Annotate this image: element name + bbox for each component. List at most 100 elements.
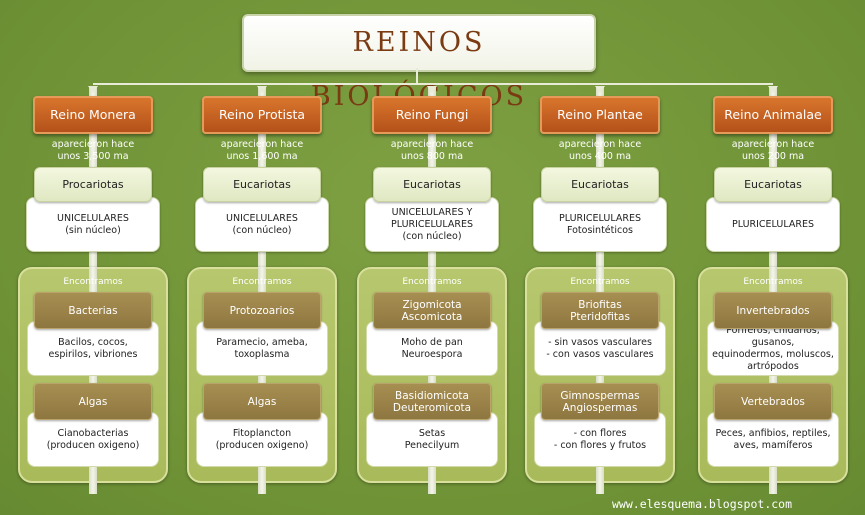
group1-name-line-2: Ascomicota: [401, 310, 463, 323]
encontramos-label: Encontramos: [570, 277, 630, 287]
group1-box: Invertebrados: [714, 292, 832, 329]
cell-type-box: Eucariotas: [203, 167, 321, 202]
group1-desc-line-1: Bacilos, cocos,: [58, 336, 128, 348]
group2-description: - con flores - con flores y frutos: [534, 412, 666, 467]
cell-description: UNICELULARES Y PLURICELULARES (con núcle…: [365, 197, 499, 252]
group2-box: Algas: [203, 383, 321, 420]
appearance-line-1: aparecieron hace: [731, 139, 815, 150]
group1-desc-line-2: espirilos, vibriones: [48, 348, 138, 360]
panel-trunk: [428, 267, 436, 494]
appearance-text: aparecieron hace unos 200 ma: [708, 139, 838, 163]
panel-trunk: [89, 267, 97, 494]
group2-desc-line-1: Fitoplancton: [232, 427, 292, 439]
group2-name: Vertebrados: [741, 395, 805, 408]
group1-name: Zigomicota: [402, 298, 462, 311]
group1-desc-line-2: - con vasos vasculares: [546, 348, 654, 360]
group2-description: Peces, anfibios, reptiles, aves, mamífer…: [707, 412, 839, 467]
group2-box: Gimnospermas Angiospermas: [541, 383, 659, 420]
kingdom-box: Reino Plantae: [540, 96, 660, 134]
group2-box: Algas: [34, 383, 152, 420]
group2-box: Basidiomicota Deuteromicota: [373, 383, 491, 420]
kingdom-box: Reino Animalae: [713, 96, 833, 134]
desc-line-2: PLURICELULARES: [391, 218, 473, 230]
arrow-icon: [427, 86, 437, 93]
group2-desc-line-2: (producen oxigeno): [215, 439, 309, 451]
appearance-text: aparecieron hace unos 1,600 ma: [197, 139, 327, 163]
kingdom-box: Reino Monera: [33, 96, 153, 134]
group2-description: Fitoplancton (producen oxigeno): [196, 412, 328, 467]
group1-description: Moho de pan Neuroespora: [366, 321, 498, 376]
group1-box: Briofitas Pteridofitas: [541, 292, 659, 329]
group1-box: Bacterias: [34, 292, 152, 329]
desc-line-1: UNICELULARES Y: [391, 206, 473, 218]
encontramos-label: Encontramos: [63, 277, 123, 287]
appearance-line-1: aparecieron hace: [51, 139, 135, 150]
group2-desc-line-1: - con flores: [573, 427, 627, 439]
group1-name: Protozoarios: [229, 304, 295, 317]
group1-box: Zigomicota Ascomicota: [373, 292, 491, 329]
group1-desc-line-1: Paramecio, ameba,: [216, 336, 308, 348]
desc-line-2: (sin núcleo): [65, 224, 121, 236]
group2-name: Algas: [78, 395, 108, 408]
desc-line-1: PLURICELULARES: [559, 212, 641, 224]
appearance-text: aparecieron hace unos 400 ma: [535, 139, 665, 163]
group2-name-line-2: Angiospermas: [562, 401, 638, 414]
appearance-text: aparecieron hace unos 800 ma: [367, 139, 497, 163]
appearance-text: aparecieron hace unos 3,500 ma: [28, 139, 158, 163]
arrow-icon: [257, 86, 267, 93]
group2-desc-line-2: Penecilyum: [404, 439, 460, 451]
group2-desc-line-1: Peces, anfibios, reptiles,: [715, 427, 831, 439]
group1-desc-line-2: equinodermos, moluscos,: [712, 348, 834, 360]
footer-url[interactable]: www.elesquema.blogspot.com: [612, 497, 793, 511]
group2-description: Setas Penecilyum: [366, 412, 498, 467]
appearance-line-1: aparecieron hace: [390, 139, 474, 150]
arrow-icon: [595, 86, 605, 93]
group2-desc-line-2: aves, mamíferos: [733, 439, 813, 451]
desc-line-2: Fotosintéticos: [566, 224, 633, 236]
group1-desc-line-3: artrópodos: [747, 360, 799, 372]
encontramos-label: Encontramos: [402, 277, 462, 287]
horizontal-connector: [93, 83, 773, 85]
group1-desc-line-2: toxoplasma: [234, 348, 290, 360]
group1-name: Bacterias: [68, 304, 118, 317]
group2-name: Basidiomicota: [395, 389, 469, 402]
group1-description: - sin vasos vasculares - con vasos vascu…: [534, 321, 666, 376]
group1-description: Paramecio, ameba, toxoplasma: [196, 321, 328, 376]
arrow-icon: [88, 86, 98, 93]
panel-trunk: [596, 267, 604, 494]
group1-box: Protozoarios: [203, 292, 321, 329]
group2-desc-line-2: (producen oxigeno): [46, 439, 140, 451]
cell-type-box: Eucariotas: [373, 167, 491, 202]
group2-desc-line-2: - con flores y frutos: [553, 439, 647, 451]
group1-desc-line-1: - sin vasos vasculares: [548, 336, 652, 348]
group1-name-line-2: Pteridofitas: [570, 310, 630, 323]
group2-desc-line-1: Cianobacterias: [57, 427, 129, 439]
appearance-line-1: aparecieron hace: [558, 139, 642, 150]
group1-description: Poríferos, cnidarios, gusanos, equinoder…: [707, 321, 839, 376]
arrow-icon: [768, 86, 778, 93]
cell-description: UNICELULARES (con núcleo): [195, 197, 329, 252]
group1-desc-line-1: Moho de pan: [401, 336, 463, 348]
cell-description: PLURICELULARES: [706, 197, 840, 252]
appearance-line-2: unos 3,500 ma: [57, 151, 129, 162]
group1-desc-line-1: Poríferos, cnidarios, gusanos,: [726, 324, 820, 348]
group1-description: Bacilos, cocos, espirilos, vibriones: [27, 321, 159, 376]
panel-trunk: [258, 267, 266, 494]
cell-type-box: Eucariotas: [714, 167, 832, 202]
kingdom-box: Reino Fungi: [372, 96, 492, 134]
group2-name: Gimnospermas: [560, 389, 640, 402]
group1-name: Invertebrados: [736, 304, 810, 317]
desc-line-3: (con núcleo): [402, 230, 462, 242]
appearance-line-2: unos 1,600 ma: [226, 151, 298, 162]
cell-type-box: Eucariotas: [541, 167, 659, 202]
group2-name-line-2: Deuteromicota: [392, 401, 472, 414]
panel-trunk: [769, 267, 777, 494]
cell-description: UNICELULARES (sin núcleo): [26, 197, 160, 252]
desc-line-1: UNICELULARES: [226, 212, 298, 224]
group1-desc-line-2: Neuroespora: [401, 348, 463, 360]
encontramos-label: Encontramos: [232, 277, 292, 287]
group2-name: Algas: [247, 395, 277, 408]
kingdom-box: Reino Protista: [202, 96, 322, 134]
desc-line-1: PLURICELULARES: [732, 218, 814, 230]
appearance-line-2: unos 800 ma: [400, 151, 464, 162]
